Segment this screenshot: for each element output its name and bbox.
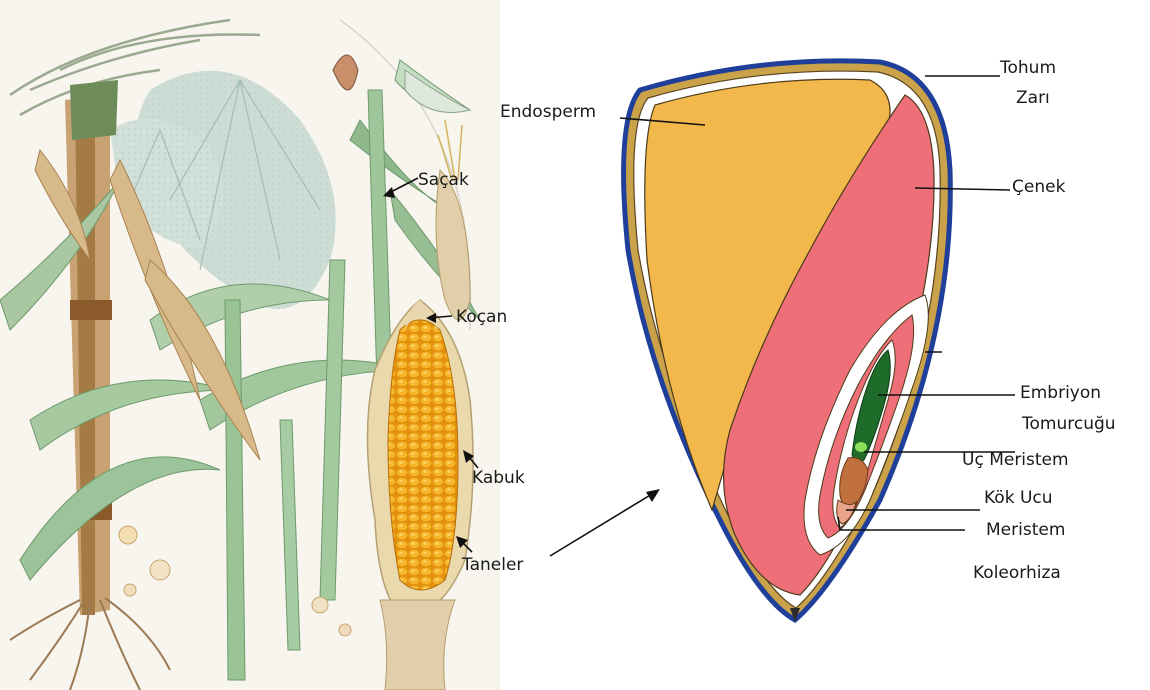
line-taneler-seed: [550, 494, 652, 556]
label-cenek: Çenek: [1012, 177, 1065, 197]
label-koleorhiza: Koleorhiza: [973, 563, 1061, 583]
label-endosperm: Endosperm: [500, 102, 596, 122]
seed-cross-section: [624, 61, 951, 622]
label-uc-meristem: Uç Meristem: [962, 450, 1069, 470]
apical-meristem: [855, 442, 867, 452]
label-zari: Zarı: [1016, 88, 1050, 108]
label-kok-ucu: Kök Ucu: [984, 488, 1053, 508]
label-kabuk: Kabuk: [472, 468, 525, 488]
label-taneler: Taneler: [462, 555, 523, 575]
label-sacak: Saçak: [418, 170, 469, 190]
label-tomurcugu: Tomurcuğu: [1022, 414, 1116, 434]
label-embriyon: Embriyon: [1020, 383, 1101, 403]
label-tohum: Tohum: [1000, 58, 1056, 78]
label-kocan: Koçan: [456, 307, 507, 327]
label-meristem: Meristem: [986, 520, 1065, 540]
